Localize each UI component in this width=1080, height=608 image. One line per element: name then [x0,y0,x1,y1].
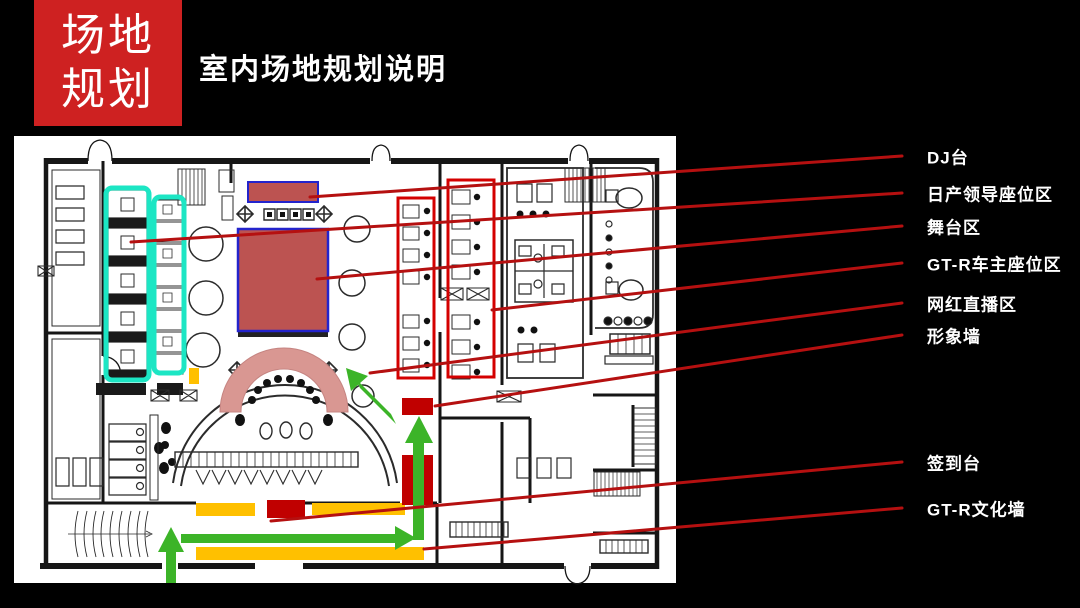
page-title: 室内场地规划说明 [199,54,448,86]
annotation-line-dj-booth [308,154,904,199]
annotation-lines [129,154,904,551]
route-arrow-diagonal-head [346,368,368,391]
stage-highlight [236,227,330,333]
annotation-label-sign-in: 签到台 [927,454,981,474]
annotation-label-culture-wall: GT-R文化墙 [927,500,1026,520]
route-arrow-vertical-shaft [413,442,424,540]
plan-furniture [37,167,657,558]
annotation-line-livestream [368,301,904,375]
badge-line-2: 规划 [61,65,155,114]
image-wall-marker [402,398,433,415]
annotation-label-dj-booth: DJ台 [927,148,969,168]
dj-booth-highlight [247,181,319,203]
gtr-owner-seating-outline-right [446,178,496,379]
route-arrows [158,368,433,583]
annotation-label-stage: 舞台区 [927,218,981,238]
route-arrow-entry-shaft [166,551,176,583]
sign-in-desk-marker [267,500,305,518]
annotation-line-sign-in [269,460,904,523]
gtr-owner-seating-outline-left [396,196,436,380]
annotation-line-image-wall [433,333,904,408]
seat-dots [154,375,333,474]
route-arrow-entry-head [158,527,184,552]
annotation-line-nissan-seating [129,191,904,244]
route-arrow-diagonal-shaft [355,378,396,424]
route-arrow-horizontal-shaft [181,534,395,543]
annotation-label-nissan-seating: 日产领导座位区 [927,185,1053,205]
route-arrow-vertical-head [405,416,433,443]
annotation-label-image-wall: 形象墙 [927,327,981,347]
annotation-label-gtr-owner-seating: GT-R车主座位区 [927,255,1062,275]
route-arrow-horizontal-head [395,526,416,550]
annotation-line-gtr-owner-seating [490,261,904,312]
culture-wall-strips [189,368,424,560]
nissan-seating-highlight-right [151,194,187,376]
annotation-line-stage [315,224,904,281]
photo-arch-highlight [219,347,349,413]
section-badge: 场地 规划 [34,0,182,126]
badge-line-1: 场地 [61,11,155,60]
annotation-label-livestream: 网红直播区 [927,295,1017,315]
nissan-seating-highlight-left [103,185,152,383]
annotation-line-culture-wall [422,506,904,551]
